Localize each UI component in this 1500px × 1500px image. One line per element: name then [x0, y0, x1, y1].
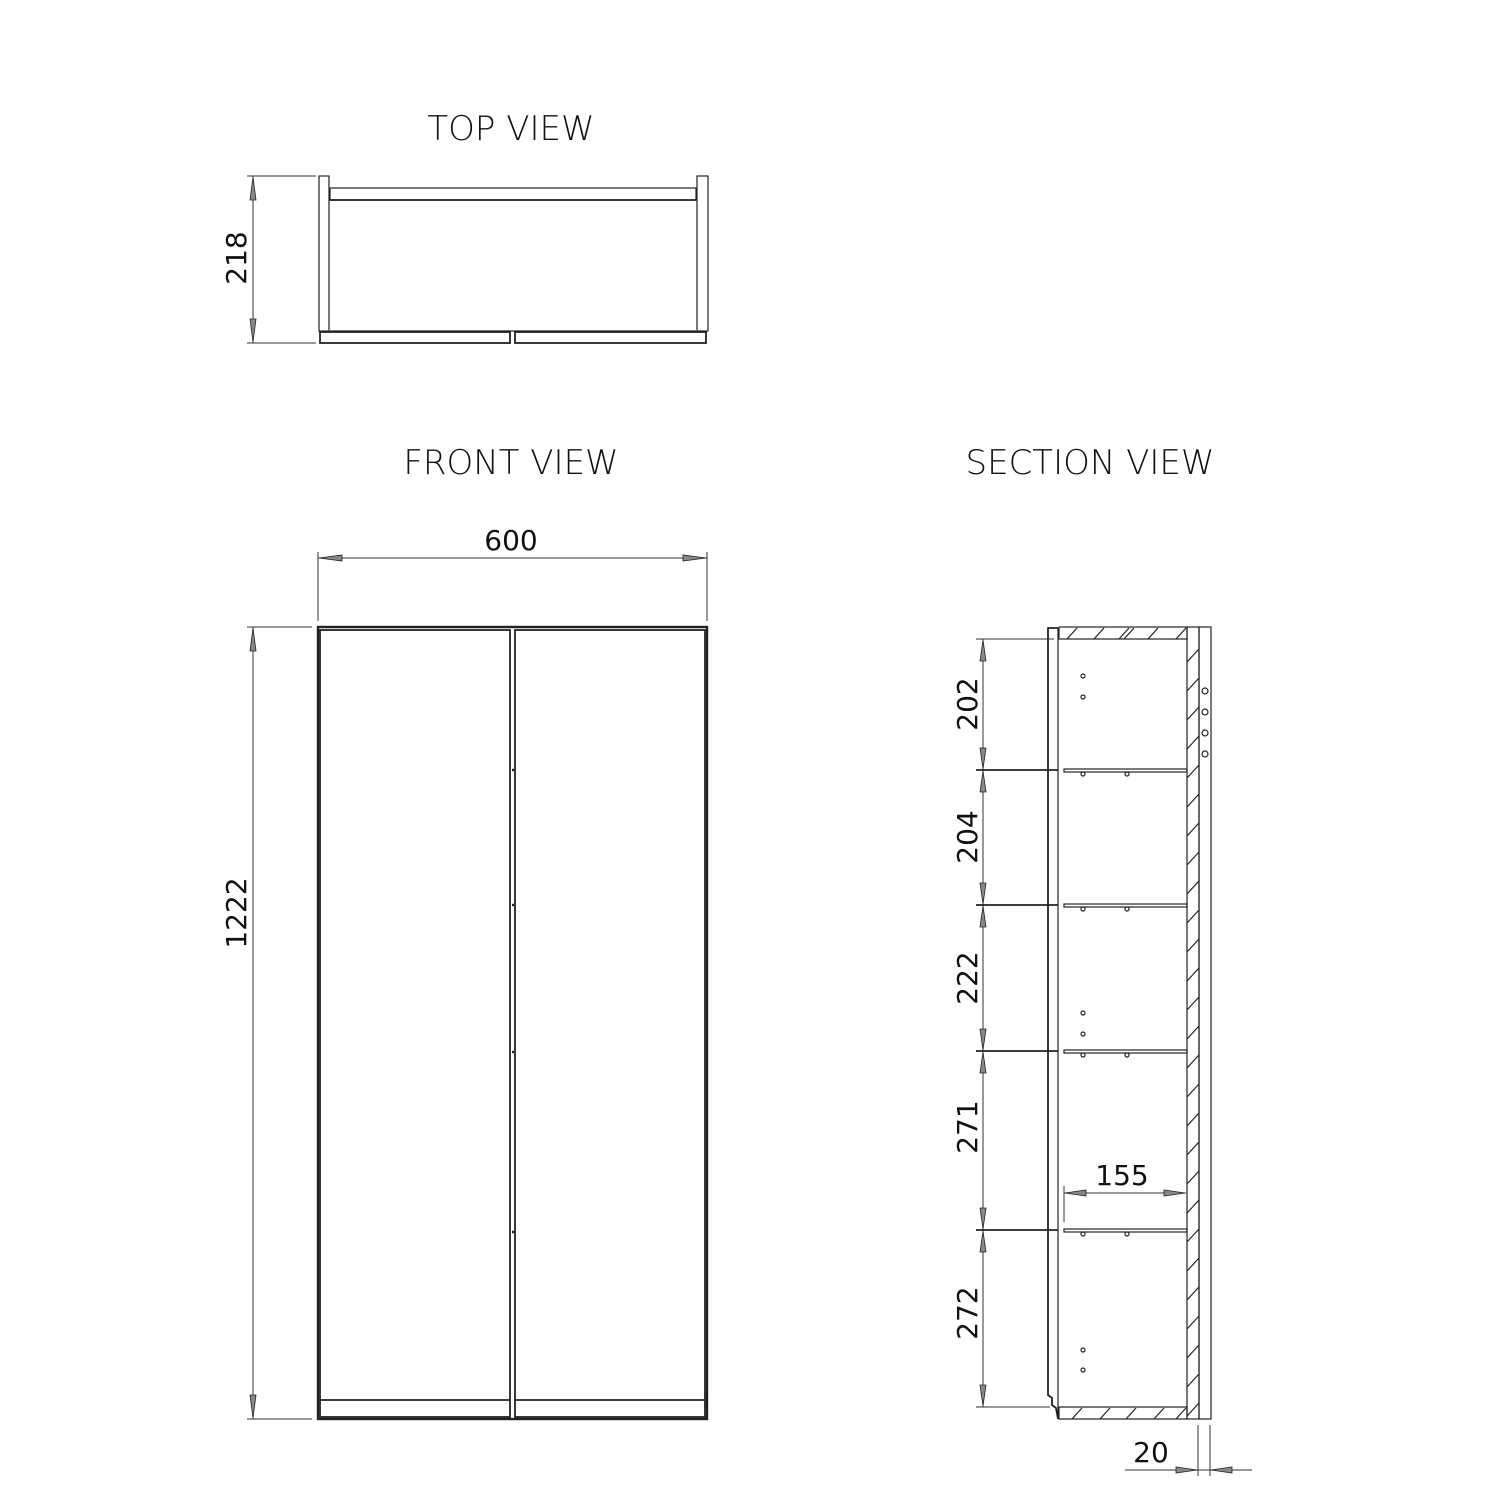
top-view-title: TOP VIEW	[427, 109, 594, 149]
door-profile	[1047, 627, 1059, 1420]
shelf-depth-label: 155	[1095, 1159, 1148, 1192]
arrow-left-icon	[1064, 1189, 1087, 1197]
right-side-panel	[696, 175, 709, 332]
mount-hole	[1201, 750, 1209, 758]
shelf-pin-hole	[1080, 1031, 1086, 1037]
arrow-up-icon	[249, 627, 257, 652]
arrow-down-icon	[249, 1394, 257, 1419]
right-door	[514, 331, 707, 344]
top-panel	[1058, 626, 1188, 640]
mount-hole	[1201, 687, 1209, 695]
shelf-depth-dimension: 155	[1063, 1159, 1186, 1222]
top-view-depth-label: 218	[220, 231, 253, 284]
compartment-2-height: 204	[951, 810, 984, 863]
arrow-left-icon	[1210, 1466, 1233, 1474]
shelf-pin-hole	[1080, 1010, 1086, 1016]
arrow-down-icon	[249, 318, 257, 343]
compartment-5-height: 272	[951, 1286, 984, 1339]
left-door	[319, 629, 511, 1418]
top-view: TOP VIEW 218	[220, 109, 709, 344]
mount-hole	[1201, 729, 1209, 737]
shelf-pin-hole	[1080, 1347, 1086, 1353]
arrow-right-icon	[1163, 1189, 1186, 1197]
arrow-left-icon	[318, 554, 343, 562]
cabinet-outline	[316, 625, 709, 1421]
shelf-pin-hole	[1080, 673, 1086, 679]
arrow-right-icon	[1175, 1466, 1198, 1474]
compartment-1-height: 202	[951, 677, 984, 730]
right-door	[514, 629, 706, 1418]
front-view: FRONT VIEW 600 1222	[220, 443, 709, 1421]
shelf-1	[1063, 768, 1188, 777]
section-view: SECTION VIEW	[951, 443, 1252, 1476]
shelves	[1063, 768, 1188, 1237]
front-view-width-label: 600	[484, 524, 537, 557]
back-panel-hatching	[1186, 648, 1200, 1417]
arrow-up-icon	[249, 176, 257, 201]
shelf-4	[1063, 1228, 1188, 1237]
front-view-height-label: 1222	[220, 877, 253, 948]
back-thickness-dimension: 20	[1125, 1425, 1252, 1476]
shelf-pin-hole	[1080, 694, 1086, 700]
shelf-pin-hole	[1080, 1367, 1086, 1373]
back-panel	[1186, 626, 1200, 1420]
compartment-dimensions: 202 204 222 271 272	[951, 638, 1058, 1408]
back-thickness-label: 20	[1133, 1436, 1169, 1469]
front-view-height-dimension: 1222	[220, 626, 312, 1420]
arrow-right-icon	[682, 554, 707, 562]
top-view-depth-dimension: 218	[220, 175, 316, 344]
shelf-3	[1063, 1049, 1188, 1058]
left-side-panel	[318, 175, 330, 332]
front-view-title: FRONT VIEW	[403, 443, 618, 483]
back-panel	[329, 187, 697, 201]
wall-mount-plate	[1198, 626, 1212, 1420]
shelf-2	[1063, 903, 1188, 912]
left-door	[319, 331, 511, 344]
section-view-title: SECTION VIEW	[966, 443, 1215, 483]
compartment-3-height: 222	[951, 951, 984, 1004]
compartment-4-height: 271	[951, 1100, 984, 1153]
mount-hole	[1201, 708, 1209, 716]
front-view-width-dimension: 600	[317, 524, 708, 621]
